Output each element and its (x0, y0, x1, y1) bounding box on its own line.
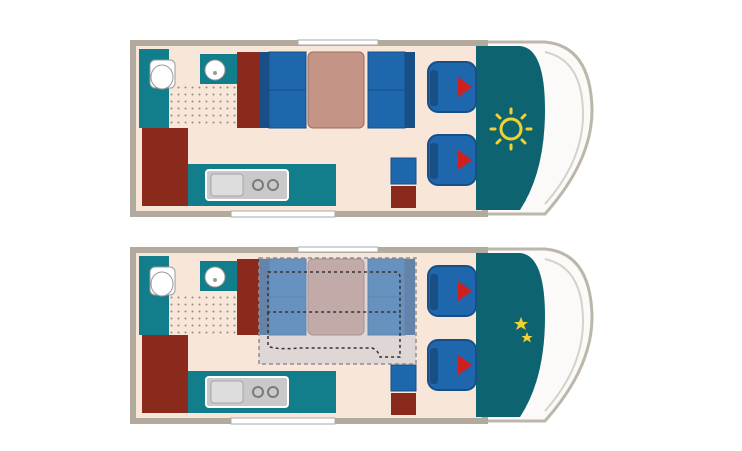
wash-basin (204, 266, 226, 288)
kitchen (188, 371, 336, 413)
toilet-bowl (150, 64, 174, 90)
bench-front-cushion-bottom (367, 89, 406, 129)
basin-drain (213, 71, 217, 75)
bench-front-back (405, 52, 415, 128)
bench-front-cushion-top (367, 51, 406, 91)
bathroom-floor (169, 86, 237, 128)
driver-seat (427, 61, 477, 113)
bench-rear-back (259, 259, 269, 335)
toilet-bowl (150, 271, 174, 297)
layout-night (130, 246, 594, 425)
basin-drain (213, 278, 217, 282)
seat-arrow-icon (458, 355, 472, 375)
cab-dashboard (476, 46, 545, 210)
sink-bowl (210, 173, 244, 197)
bed-conversion-overlay (258, 257, 417, 365)
seat-arrow-icon (458, 77, 472, 97)
stove-burner-left (252, 179, 264, 191)
dinette-table (307, 258, 365, 336)
passenger-seat (427, 134, 477, 186)
door-opening (230, 210, 336, 218)
side-stool (390, 364, 417, 392)
bathroom (139, 256, 237, 335)
windshield (544, 51, 585, 205)
door-opening (230, 417, 336, 425)
bench-front-cushion-bottom (367, 296, 406, 336)
star-icon (514, 317, 528, 330)
seat-armrest (430, 143, 438, 179)
bed-area (258, 257, 417, 365)
seat-base (427, 265, 477, 317)
seat-armrest (430, 348, 438, 384)
rear-cabinet (142, 128, 188, 206)
moon-and-stars-icon (503, 314, 533, 347)
seat-arrow-icon (458, 150, 472, 170)
bed-outline-lower (267, 312, 401, 358)
bed-outline-upper (267, 271, 401, 313)
side-stool (390, 157, 417, 185)
sink-bowl (210, 380, 244, 404)
sun-icon (489, 107, 533, 151)
bench-rear-cushion-bottom (268, 89, 307, 129)
dinette (259, 51, 415, 129)
stove-burner-left (252, 386, 264, 398)
seat-armrest (430, 70, 438, 106)
wardrobe (237, 52, 259, 128)
seat-base (427, 339, 477, 391)
seat-base (427, 134, 477, 186)
bench-rear-back (259, 52, 269, 128)
seat-armrest (430, 274, 438, 310)
passenger-seat (427, 339, 477, 391)
kitchen (188, 164, 336, 206)
bathroom-floor (169, 293, 237, 335)
layout-day (130, 39, 594, 218)
bench-front-cushion-top (367, 258, 406, 298)
front-cabinet (391, 186, 416, 208)
bathroom (139, 49, 237, 128)
stove-burner-right (267, 179, 279, 191)
seat-base (427, 61, 477, 113)
seat-arrow-icon (458, 281, 472, 301)
front-cabinet (391, 393, 416, 415)
cab-dashboard (476, 253, 545, 417)
bench-rear-cushion-top (268, 51, 307, 91)
star-icon (521, 332, 533, 343)
window-top (297, 246, 379, 253)
dinette (259, 258, 415, 336)
bench-rear-cushion-bottom (268, 296, 307, 336)
dinette-table (307, 51, 365, 129)
wash-basin (204, 59, 226, 81)
rear-cabinet (142, 335, 188, 413)
driver-seat (427, 265, 477, 317)
windshield (544, 258, 585, 412)
bench-front-back (405, 259, 415, 335)
window-top (297, 39, 379, 46)
stove-burner-right (267, 386, 279, 398)
wardrobe (237, 259, 259, 335)
